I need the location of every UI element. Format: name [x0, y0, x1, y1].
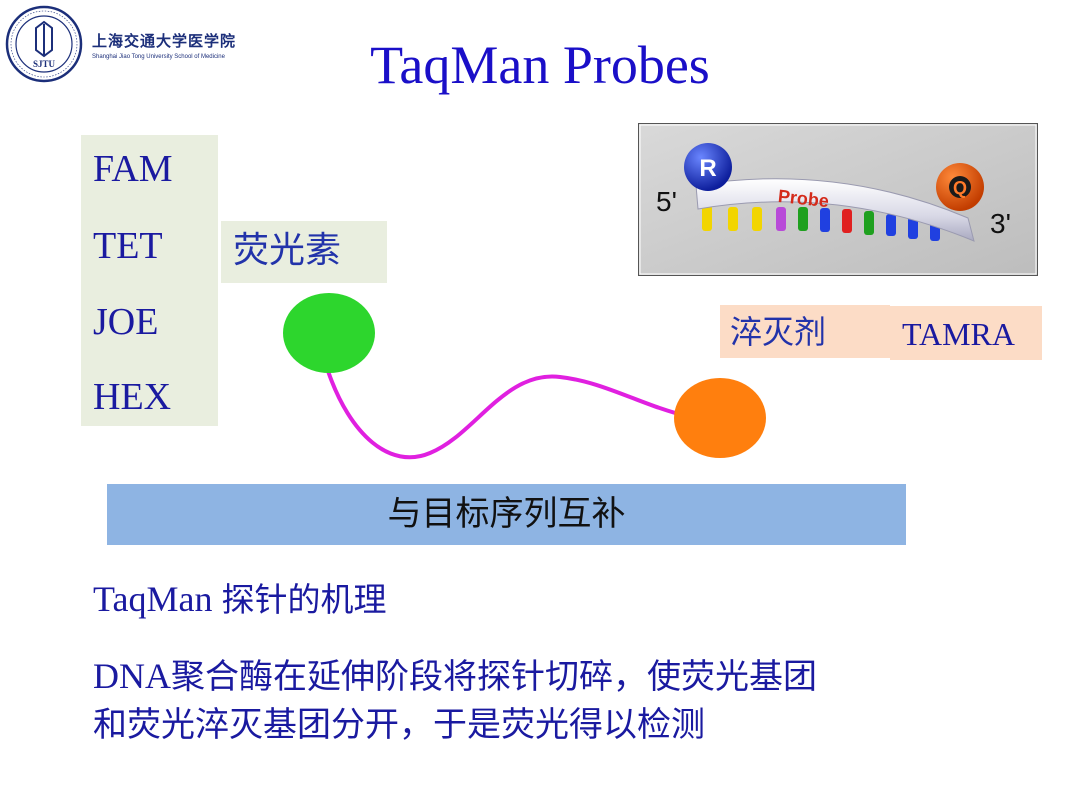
university-name: 上海交通大学医学院 Shanghai Jiao Tong University … — [92, 30, 242, 60]
quencher-label: 淬灭剂 — [720, 305, 890, 358]
slide-title: TaqMan Probes — [370, 35, 710, 95]
caption-cn: 探针的机理 — [221, 580, 387, 619]
probe-schematic — [283, 293, 766, 460]
nucleotide-bases — [702, 205, 940, 241]
description-line-1: DNA聚合酶在延伸阶段将探针切碎，使荧光基团 — [93, 652, 1053, 701]
description-line-2: 和荧光淬灭基团分开，于是荧光得以检测 — [93, 705, 705, 745]
university-name-cn: 上海交通大学医学院 — [92, 32, 237, 50]
description-en: DNA — [93, 656, 171, 696]
fluorescein-label: 荧光素 — [221, 221, 387, 283]
university-name-en: Shanghai Jiao Tong University School of … — [92, 54, 225, 60]
fluorophore-joe: JOE — [93, 301, 159, 343]
seal-text: SJTU — [33, 59, 56, 69]
reporter-ball — [684, 143, 732, 191]
caption-en: TaqMan — [93, 579, 213, 619]
description-cn: 聚合酶在延伸阶段将探针切碎，使荧光基团 — [171, 657, 817, 697]
probe-illustration: Probe R Q 5' 3' — [638, 123, 1038, 276]
fluorophore-fam: FAM — [93, 148, 173, 190]
quencher-circle — [674, 378, 766, 458]
fluorophore-hex: HEX — [93, 376, 172, 418]
fluorophore-list: FAM TET JOE HEX — [81, 135, 218, 426]
quencher-letter: Q — [953, 178, 967, 198]
fluorophore-tet: TET — [93, 225, 163, 267]
mechanism-description: DNA聚合酶在延伸阶段将探针切碎，使荧光基团 和荧光淬灭基团分开，于是荧光得以检… — [93, 652, 1053, 749]
fluorophore-circle — [283, 293, 375, 373]
mechanism-caption: TaqMan 探针的机理 — [93, 578, 386, 621]
complementary-sequence-bar: 与目标序列互补 — [107, 484, 906, 545]
reporter-letter: R — [699, 155, 716, 182]
probe-backbone — [695, 178, 975, 242]
quencher-name-tamra: TAMRA — [890, 306, 1042, 360]
university-seal-logo: SJTU — [5, 5, 83, 83]
probe-linker — [326, 370, 691, 460]
three-prime-label: 3' — [990, 208, 1011, 239]
five-prime-label: 5' — [656, 186, 677, 217]
